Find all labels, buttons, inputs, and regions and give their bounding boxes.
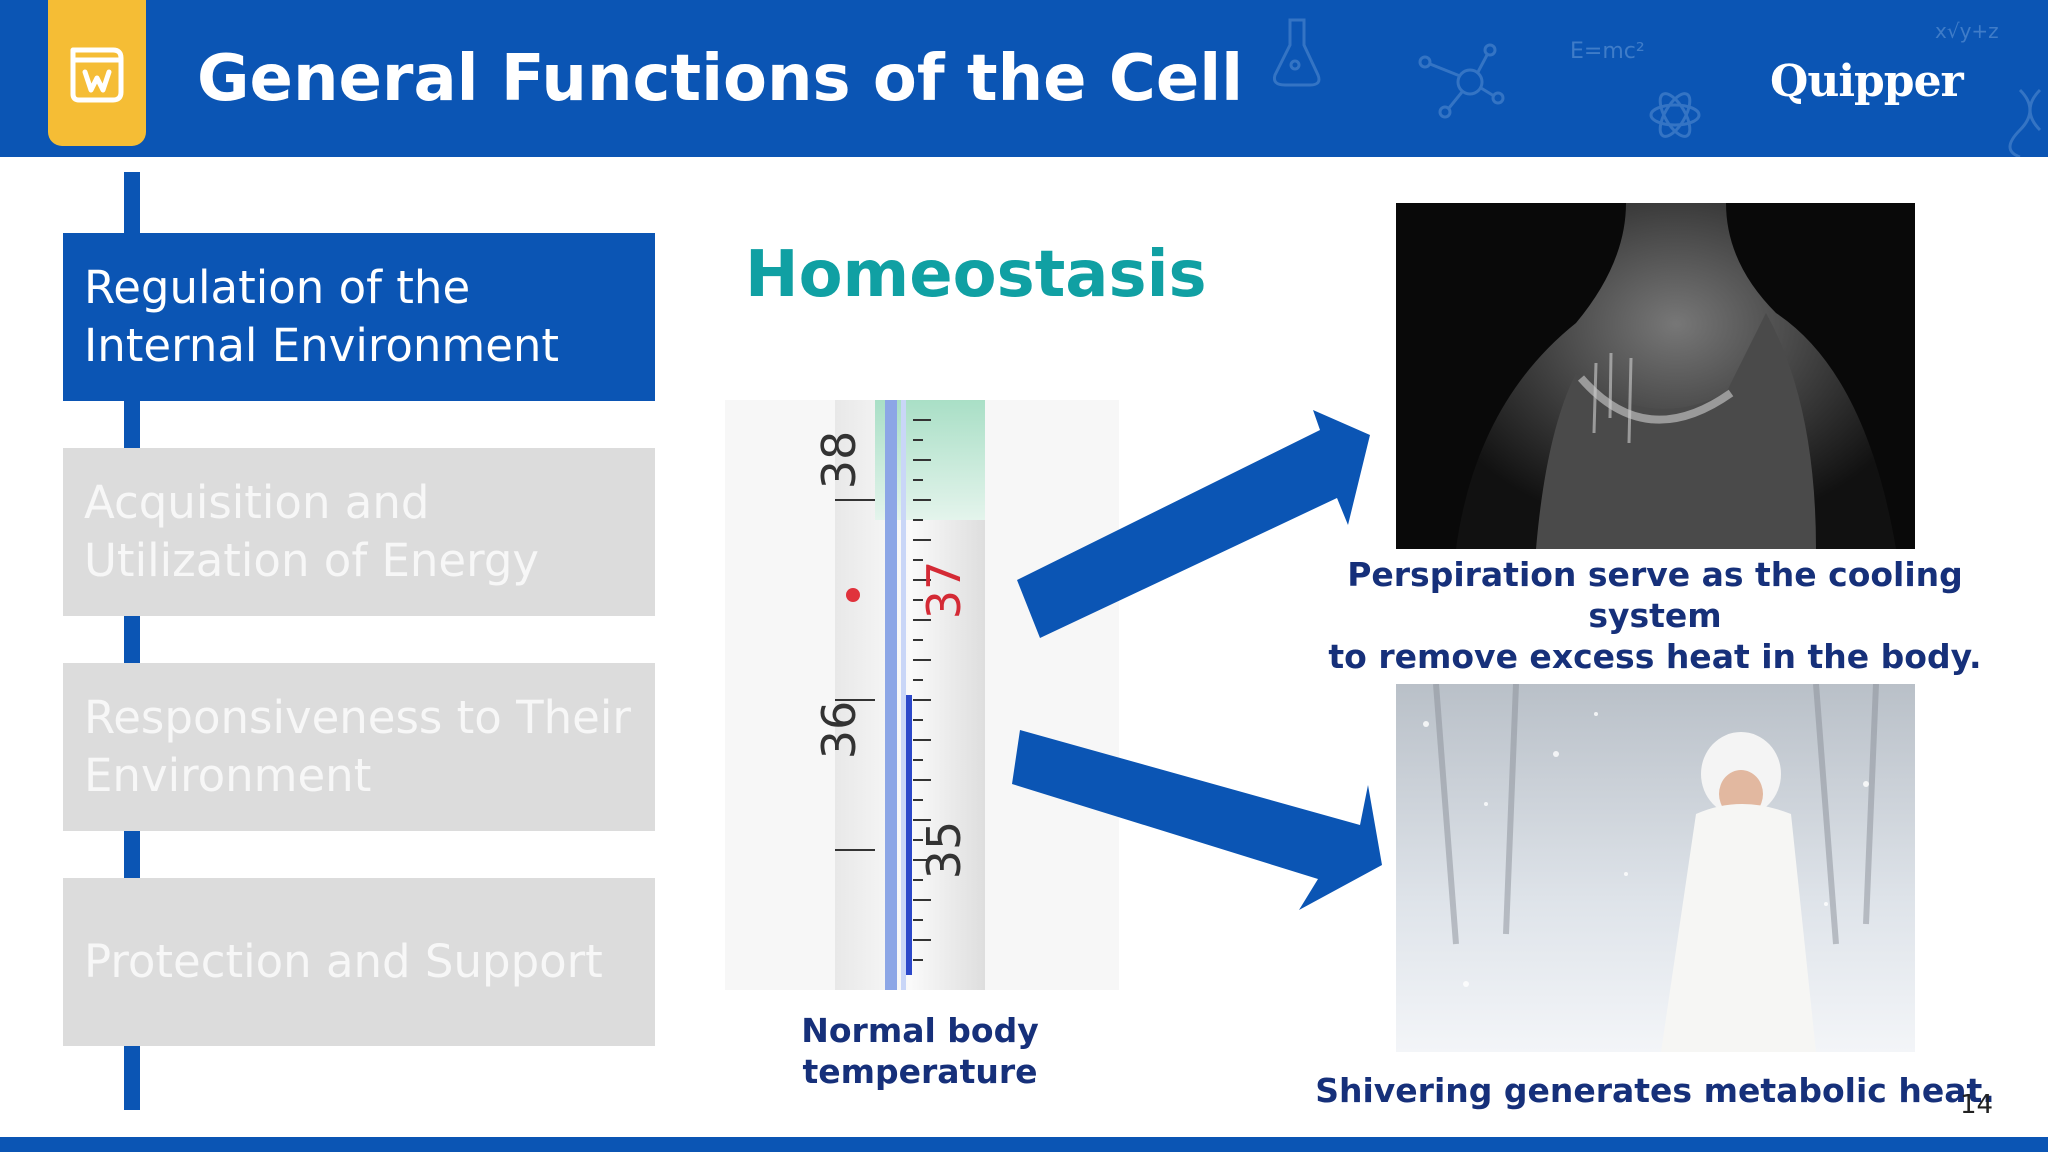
- perspiration-caption: Perspiration serve as the cooling system…: [1328, 555, 1982, 676]
- perspiration-photo: [1396, 203, 1915, 549]
- topic-protection[interactable]: Protection and Support: [63, 878, 655, 1046]
- topic-label: Protection and Support: [84, 935, 603, 988]
- slide-title: General Functions of the Cell: [197, 42, 1244, 116]
- topic-label: Regulation of the Internal Environment: [84, 261, 560, 372]
- timeline-connector: [124, 172, 140, 1110]
- svg-text:x√y+z: x√y+z: [1935, 19, 1999, 43]
- thermometer-caption: Normal body temperature: [770, 1010, 1070, 1092]
- svg-text:37: 37: [917, 561, 971, 620]
- topic-label: Responsiveness to Their Environment: [84, 691, 631, 802]
- arrow-down-right: [1012, 730, 1382, 910]
- svg-text:38: 38: [812, 431, 866, 490]
- thermometer-caption-text: Normal body temperature: [801, 1011, 1039, 1091]
- topic-regulation[interactable]: Regulation of the Internal Environment: [63, 233, 655, 401]
- thermometer-image: 38 37 36 35: [725, 400, 1119, 990]
- header-bar: E=mc² x√y+z General Functions of the Cel…: [0, 0, 2048, 157]
- shivering-caption: Shivering generates metabolic heat.: [1315, 1071, 1995, 1110]
- svg-text:E=mc²: E=mc²: [1570, 39, 1645, 64]
- science-doodles: E=mc² x√y+z: [1273, 18, 2042, 157]
- brand-logo: Quipper: [1770, 56, 1964, 107]
- book-icon: [70, 47, 124, 103]
- topic-label: Acquisition and Utilization of Energy: [84, 476, 540, 587]
- page-number: 14: [1960, 1090, 1994, 1120]
- svg-text:35: 35: [917, 821, 971, 880]
- svg-text:36: 36: [812, 701, 866, 760]
- topic-responsiveness[interactable]: Responsiveness to Their Environment: [63, 663, 655, 831]
- shivering-photo: [1396, 684, 1915, 1052]
- topic-energy[interactable]: Acquisition and Utilization of Energy: [63, 448, 655, 616]
- footer-bar: [0, 1137, 2048, 1152]
- section-heading: Homeostasis: [745, 238, 1207, 312]
- subject-badge: [48, 0, 146, 146]
- flow-arrows: [1012, 410, 1382, 910]
- arrow-up-right: [1017, 410, 1370, 638]
